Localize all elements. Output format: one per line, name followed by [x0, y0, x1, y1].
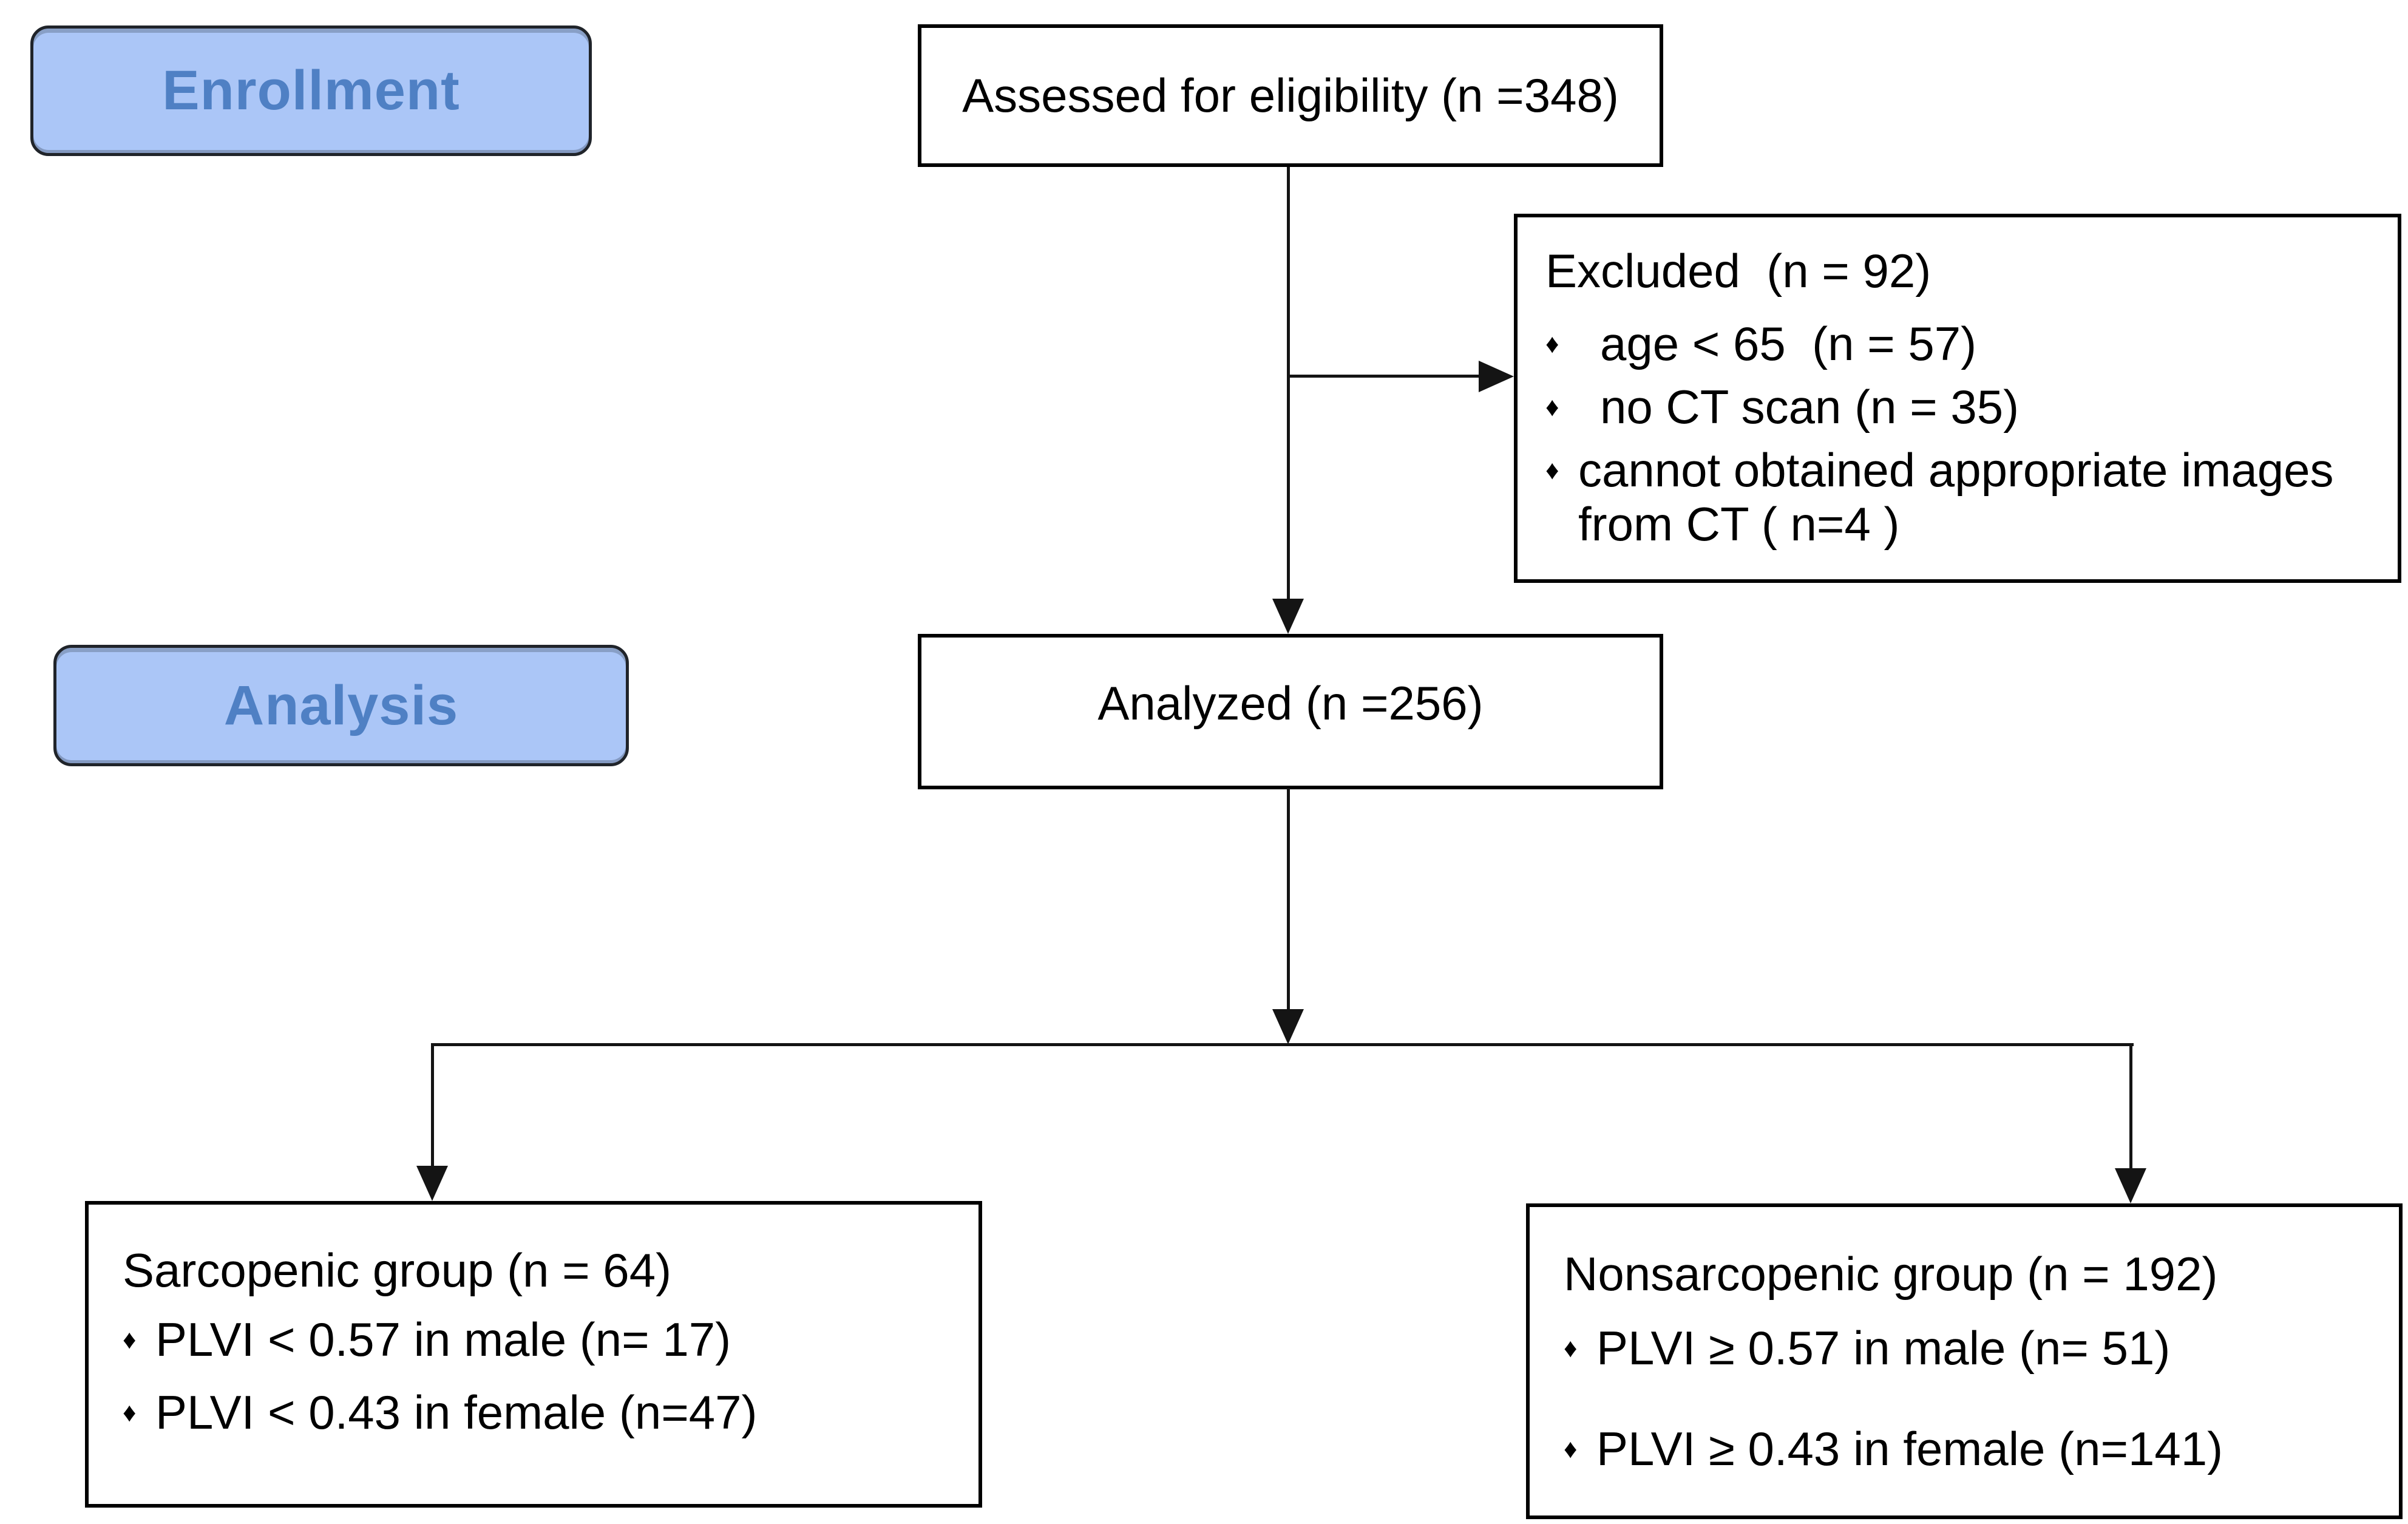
excluded-bullet-text: age < 65 (n = 57)	[1600, 316, 1977, 370]
nonsarcopenic-title: Nonsarcopenic group (n = 192)	[1564, 1247, 2218, 1301]
arrow-down-icon	[2115, 1168, 2146, 1203]
sarcopenic-title: Sarcopenic group (n = 64)	[123, 1243, 672, 1297]
diamond-bullet-icon: ♦	[1564, 1333, 1578, 1363]
nonsarcopenic-bullet-list: ♦ PLVI ≥ 0.57 in male (n= 51) ♦ PLVI ≥ 0…	[1564, 1321, 2381, 1477]
diamond-bullet-icon: ♦	[123, 1324, 137, 1355]
arrow-down-icon	[1272, 599, 1304, 634]
list-item: ♦ PLVI < 0.43 in female (n=47)	[123, 1386, 960, 1440]
list-item: ♦ PLVI ≥ 0.57 in male (n= 51)	[1564, 1321, 2381, 1376]
arrow-right-icon	[1479, 361, 1514, 392]
sarcopenic-bullet-text: PLVI < 0.43 in female (n=47)	[155, 1385, 758, 1439]
analyzed-text: Analyzed (n =256)	[1097, 676, 1484, 730]
connector-branch-excluded	[1287, 375, 1479, 378]
diamond-bullet-icon: ♦	[1545, 455, 1559, 485]
stage-label-enrollment: Enrollment	[162, 60, 460, 121]
sarcopenic-bullet-list: ♦ PLVI < 0.57 in male (n= 17) ♦ PLVI < 0…	[123, 1313, 960, 1440]
box-assessed: Assessed for eligibility (n =348)	[918, 24, 1663, 167]
list-item: ♦ PLVI ≥ 0.43 in female (n=141)	[1564, 1422, 2381, 1477]
arrow-down-icon	[1272, 1009, 1304, 1044]
nonsarcopenic-bullet-text: PLVI ≥ 0.43 in female (n=141)	[1596, 1421, 2223, 1475]
nonsarcopenic-bullet-text: PLVI ≥ 0.57 in male (n= 51)	[1596, 1321, 2171, 1375]
connector-drop-right	[2129, 1044, 2132, 1168]
sarcopenic-bullet-text: PLVI < 0.57 in male (n= 17)	[155, 1312, 731, 1366]
list-item: ♦ cannot obtained appropriate images fro…	[1545, 443, 2373, 552]
connector-split-horizontal	[431, 1043, 2134, 1046]
diamond-bullet-icon: ♦	[1545, 328, 1559, 359]
box-sarcopenic: Sarcopenic group (n = 64) ♦ PLVI < 0.57 …	[85, 1201, 982, 1508]
arrow-down-icon	[416, 1166, 448, 1201]
list-item: ♦ age < 65 (n = 57)	[1545, 317, 2373, 372]
excluded-bullet-list: ♦ age < 65 (n = 57) ♦ no CT scan (n = 35…	[1545, 317, 2373, 552]
stage-badge-enrollment: Enrollment	[30, 26, 592, 156]
connector-analyzed-split	[1287, 788, 1290, 1012]
excluded-bullet-text: cannot obtained appropriate images from …	[1578, 443, 2334, 551]
excluded-title: Excluded (n = 92)	[1545, 244, 1931, 298]
diamond-bullet-icon: ♦	[1545, 392, 1559, 422]
diamond-bullet-icon: ♦	[123, 1397, 137, 1427]
diamond-bullet-icon: ♦	[1564, 1434, 1578, 1464]
box-nonsarcopenic: Nonsarcopenic group (n = 192) ♦ PLVI ≥ 0…	[1526, 1203, 2403, 1519]
list-item: ♦ no CT scan (n = 35)	[1545, 380, 2373, 435]
stage-label-analysis: Analysis	[223, 674, 459, 736]
connector-assessed-analyzed	[1287, 167, 1290, 601]
box-analyzed: Analyzed (n =256)	[918, 634, 1663, 789]
list-item: ♦ PLVI < 0.57 in male (n= 17)	[123, 1313, 960, 1367]
assessed-text: Assessed for eligibility (n =348)	[962, 68, 1619, 122]
box-excluded: Excluded (n = 92) ♦ age < 65 (n = 57) ♦ …	[1514, 214, 2401, 583]
excluded-bullet-text: no CT scan (n = 35)	[1600, 379, 2020, 434]
connector-drop-left	[431, 1044, 434, 1166]
stage-badge-analysis: Analysis	[53, 645, 629, 766]
